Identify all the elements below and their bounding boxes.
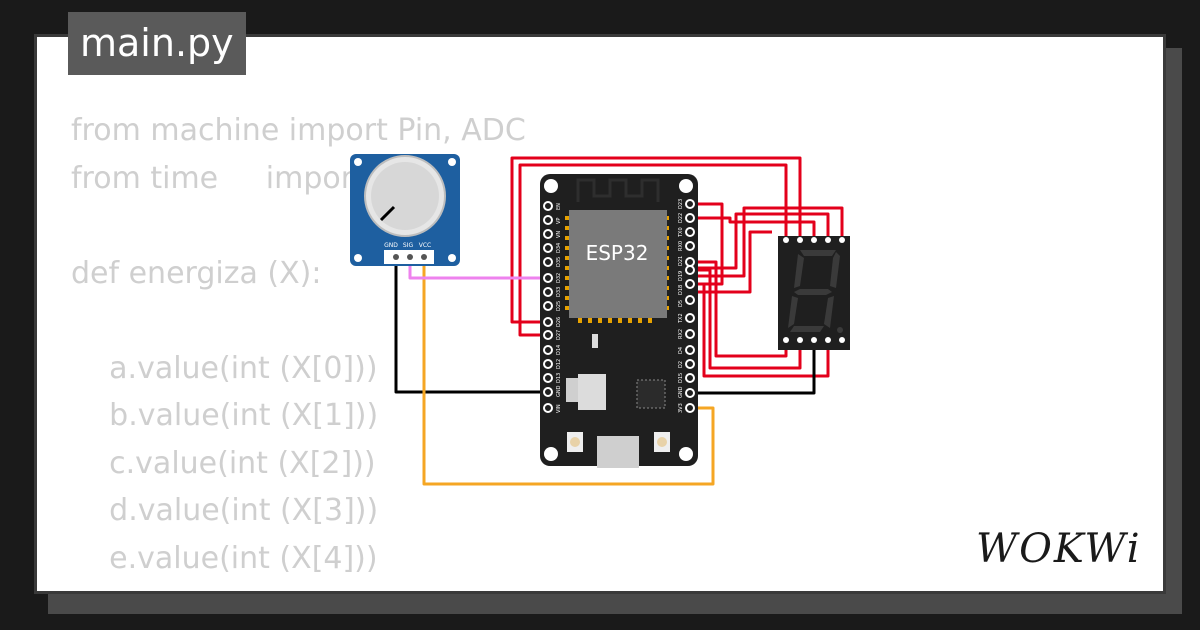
- pin-label: D13: [556, 373, 562, 383]
- pin-label: D22: [678, 213, 684, 223]
- pin-label: VP: [556, 218, 562, 224]
- potentiometer[interactable]: GND SIG VCC: [350, 154, 460, 266]
- wire-red[interactable]: [690, 230, 772, 294]
- pin-label: VIN: [556, 404, 562, 413]
- pin-label: D26: [556, 317, 562, 327]
- pot-pin-label: VCC: [419, 242, 431, 249]
- display-bottom-pins: [783, 337, 845, 343]
- pin-label: D2: [678, 361, 684, 368]
- esp32-label: ESP32: [586, 241, 649, 265]
- pin-label: D35: [556, 257, 562, 267]
- pin-label: VN: [556, 231, 562, 238]
- esp32-right-pins: [685, 199, 695, 413]
- wire-red[interactable]: [518, 163, 788, 337]
- pin-label: D15: [678, 373, 684, 383]
- segment-g: [794, 289, 832, 295]
- pin-label: D4: [678, 347, 684, 354]
- esp32-left-pins: [543, 201, 553, 413]
- wire-red[interactable]: [690, 216, 816, 240]
- pin-label: RX2: [678, 329, 684, 339]
- segment-b: [830, 252, 840, 288]
- wire-red[interactable]: [690, 260, 788, 358]
- segment-f: [794, 254, 804, 288]
- code-background: from machine import Pin, ADC from time im…: [71, 107, 526, 591]
- wokwi-logo[interactable]: WOKWi: [976, 526, 1142, 572]
- pin-label: D34: [556, 243, 562, 253]
- pin-label: D18: [678, 285, 684, 295]
- display-top-pins: [783, 237, 845, 243]
- antenna-icon: [576, 178, 660, 202]
- esp32-board[interactable]: ESP32 EN VP VN D34 D35 D32 D33 D25: [540, 174, 698, 468]
- wire-red[interactable]: [690, 268, 802, 370]
- pin-label: D27: [556, 330, 562, 340]
- code-line: a.value(int (X[0])): [71, 350, 378, 386]
- wire-red[interactable]: [690, 282, 830, 378]
- pin-label: RX0: [678, 241, 684, 251]
- pin-label: GND: [678, 386, 684, 398]
- code-line: d.value(int (X[3])): [71, 493, 379, 528]
- code-line: from machine import Pin, ADC: [71, 113, 526, 148]
- wire-red[interactable]: [510, 156, 802, 324]
- pin-label: D19: [678, 271, 684, 281]
- esp32-module: [569, 210, 667, 318]
- pin-label: D25: [556, 301, 562, 311]
- wire-orange[interactable]: [422, 256, 715, 486]
- pin-label: D12: [556, 359, 562, 369]
- wire-black[interactable]: [394, 256, 548, 394]
- wire-red[interactable]: [690, 202, 724, 286]
- code-line: e.value(int (X[4])): [71, 540, 378, 576]
- segment-c: [824, 296, 834, 328]
- usb-port[interactable]: [597, 436, 639, 468]
- code-line: from time import: [71, 160, 365, 196]
- seven-segment-display[interactable]: [778, 236, 850, 350]
- pin-label: TX0: [678, 227, 684, 238]
- pot-pin-label: GND: [384, 242, 398, 249]
- pin-label: D23: [678, 199, 684, 209]
- pin-label: D32: [556, 273, 562, 283]
- pin-label: D21: [678, 256, 684, 266]
- knob-indicator: [379, 205, 396, 222]
- wire-red[interactable]: [690, 206, 844, 278]
- code-line: f.value(int (X[5])): [71, 582, 526, 591]
- pin-label: D14: [556, 345, 562, 355]
- code-line: b.value(int (X[1])): [71, 398, 379, 433]
- pin-label: 3V3: [678, 403, 684, 413]
- segment-dp: [837, 327, 843, 333]
- segments: [788, 250, 843, 333]
- segment-d: [790, 326, 824, 332]
- wire-red[interactable]: [690, 212, 830, 270]
- filename-tab[interactable]: main.py: [68, 12, 246, 75]
- pin-label: TX2: [678, 313, 684, 324]
- segment-e: [788, 296, 798, 328]
- pot-pin-label: SIG: [403, 242, 414, 249]
- pin-label: D33: [556, 287, 562, 297]
- code-line: def energiza (X):: [71, 255, 322, 291]
- pin-label: D5: [678, 300, 684, 307]
- usb-chip: [636, 379, 666, 409]
- pin-label: EN: [556, 203, 562, 210]
- wire-black[interactable]: [690, 340, 816, 395]
- pin-label: GND: [556, 385, 562, 397]
- code-line: c.value(int (X[2])): [71, 445, 376, 481]
- segment-a: [800, 250, 836, 256]
